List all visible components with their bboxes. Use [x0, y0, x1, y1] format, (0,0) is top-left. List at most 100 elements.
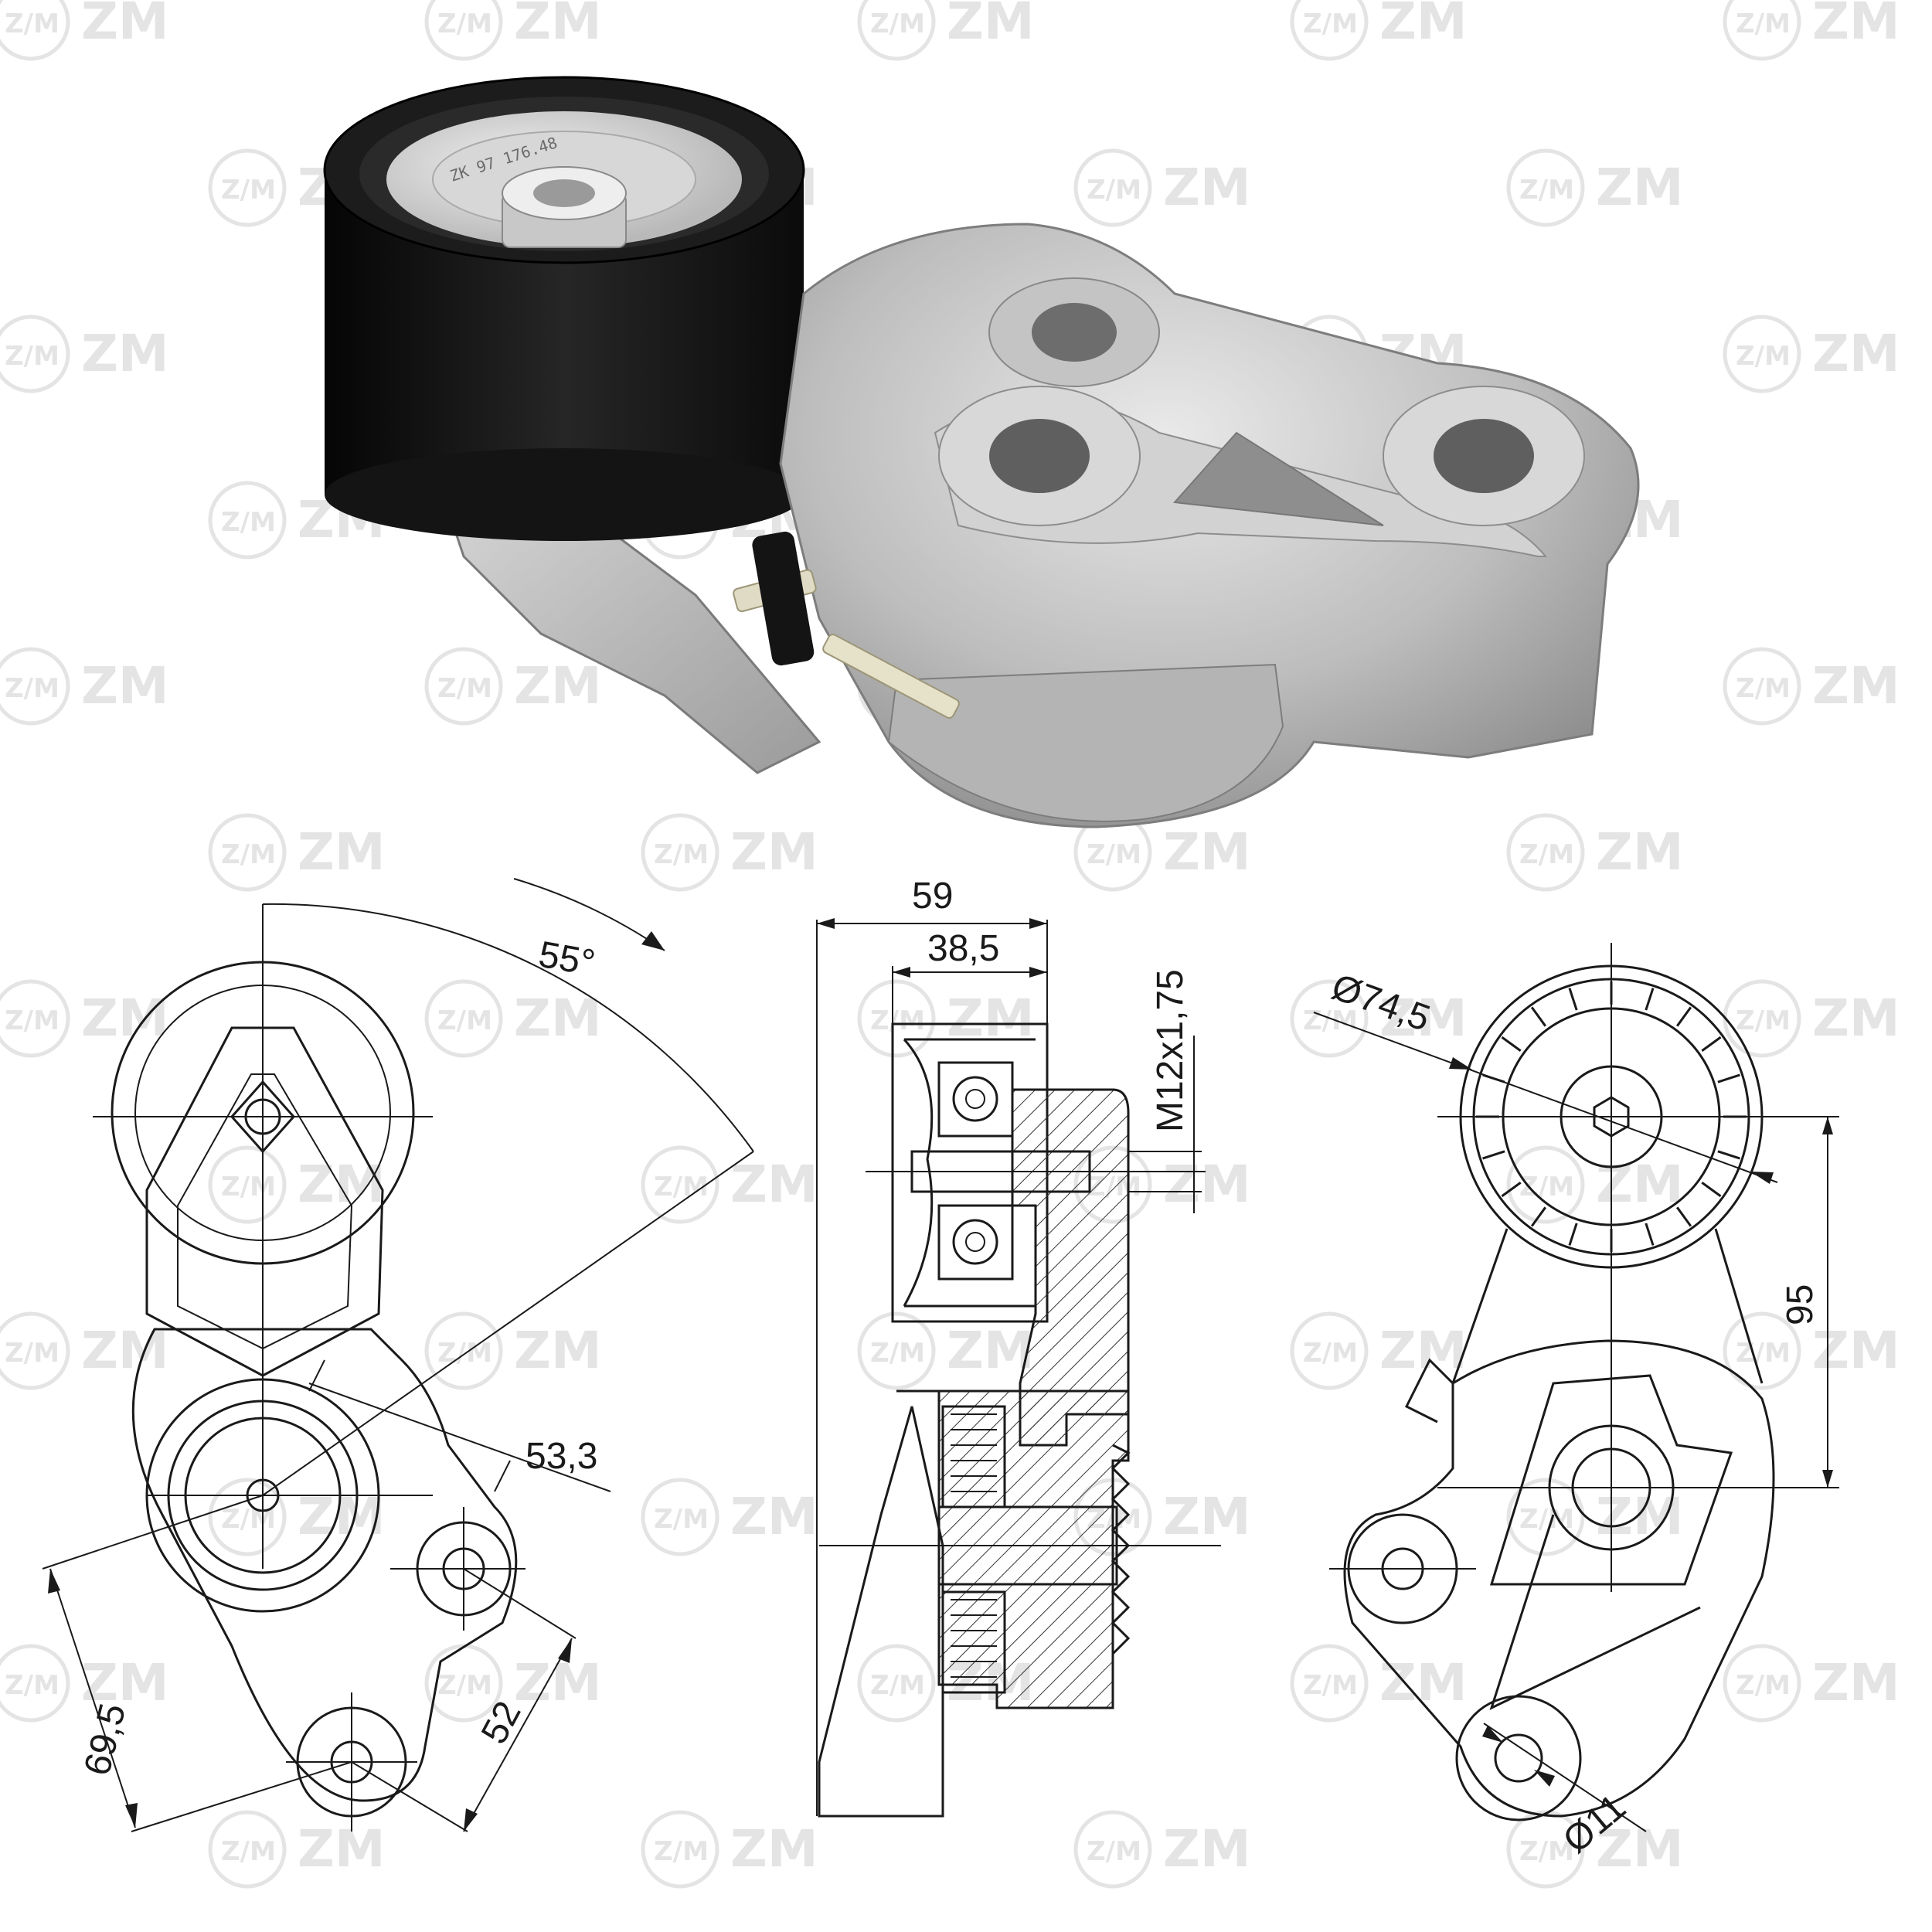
idler-pulley: ZK 97 176.48 [323, 76, 805, 541]
watermark-logo-text: Z/M [1736, 341, 1791, 372]
watermark-logo-icon [1723, 647, 1801, 726]
watermark-brand-text: ZM [1163, 1487, 1251, 1546]
watermark-logo-text: Z/M [1736, 673, 1791, 704]
watermark-logo-icon [1723, 315, 1801, 393]
rear-center-distance-label: 95 [1780, 1284, 1821, 1325]
watermark-logo-text: Z/M [437, 1670, 492, 1701]
watermark-logo-text: Z/M [1087, 1836, 1141, 1867]
watermark-logo-text: Z/M [5, 673, 60, 704]
watermark-logo-icon [424, 647, 503, 726]
watermark-logo-icon [1723, 0, 1801, 61]
watermark-logo-icon [424, 979, 503, 1058]
watermark-brand-text: ZM [730, 1819, 818, 1879]
tensioner-body [779, 223, 1640, 828]
side-total-width-label: 59 [912, 876, 953, 917]
watermark-logo-text: Z/M [221, 1504, 276, 1535]
watermark-brand-text: ZM [1379, 988, 1468, 1048]
watermark-logo-icon [1073, 148, 1152, 227]
pulley-rib [1645, 988, 1655, 1011]
watermark-logo-icon [0, 315, 70, 393]
watermark-brand-text: ZM [81, 988, 169, 1048]
watermark-brand-text: ZM [81, 0, 169, 51]
watermark-brand-text: ZM [1379, 0, 1468, 51]
watermark-brand-text: ZM [1812, 324, 1900, 383]
watermark-logo-icon [424, 1311, 503, 1390]
watermark-brand-text: ZM [947, 988, 1035, 1048]
watermark-logo-icon [1506, 1478, 1585, 1556]
watermark-brand-text: ZM [1812, 0, 1900, 51]
watermark-logo-text: Z/M [654, 1172, 709, 1202]
watermark-logo-text: Z/M [1519, 1172, 1574, 1202]
watermark-logo-icon [208, 481, 287, 560]
side-pulley-width-label: 38,5 [927, 928, 999, 969]
watermark-brand-text: ZM [81, 1653, 169, 1713]
watermark-logo-text: Z/M [1519, 175, 1574, 206]
watermark-logo-icon [1073, 1810, 1152, 1889]
watermark-logo-text: Z/M [5, 1670, 60, 1701]
watermark-logo-text: Z/M [5, 1338, 60, 1369]
watermark-logo-text: Z/M [1736, 1005, 1791, 1036]
watermark-logo-icon [641, 1145, 719, 1224]
watermark-brand-text: ZM [1812, 656, 1900, 716]
watermark-logo-text: Z/M [437, 1005, 492, 1036]
watermark-logo-text: Z/M [221, 1836, 276, 1867]
watermark-logo-icon [0, 647, 70, 726]
watermark-logo-icon [1506, 148, 1585, 227]
watermark-logo-text: Z/M [5, 9, 60, 39]
watermark-brand-text: ZM [1596, 1155, 1684, 1214]
watermark-logo-icon [857, 979, 936, 1058]
tensioner-arm [430, 461, 821, 774]
watermark-brand-text: ZM [1596, 1819, 1684, 1879]
pulley-rib [1568, 988, 1578, 1011]
watermark-logo-icon [1290, 979, 1369, 1058]
pulley-rib [1717, 1150, 1740, 1160]
watermark-brand-text: ZM [1163, 1155, 1251, 1214]
watermark-logo-text: Z/M [654, 1836, 709, 1867]
watermark-logo-icon [1290, 1311, 1369, 1390]
pulley-rib [1501, 1182, 1522, 1198]
watermark-logo-icon [1506, 813, 1585, 892]
watermark-logo-text: Z/M [1303, 1670, 1358, 1701]
watermark-brand-text: ZM [730, 1155, 818, 1214]
watermark-logo-text: Z/M [1736, 1338, 1791, 1369]
watermark-brand-text: ZM [298, 1155, 386, 1214]
watermark-logo-text: Z/M [1303, 1338, 1358, 1369]
watermark-logo-text: Z/M [5, 341, 60, 372]
watermark-brand-text: ZM [514, 0, 602, 51]
front-arm-dim-label: 53,3 [526, 1436, 597, 1477]
watermark-logo-icon [1506, 1145, 1585, 1224]
watermark-logo-text: Z/M [437, 673, 492, 704]
watermark-logo-icon [1723, 1311, 1801, 1390]
watermark-logo-text: Z/M [5, 1005, 60, 1036]
rear-view-drawing: Ø74,5 95 Ø11 [1313, 943, 1839, 1861]
watermark-brand-text: ZM [81, 324, 169, 383]
watermark-logo-icon [208, 813, 287, 892]
watermark-logo-icon [857, 1644, 936, 1723]
pulley-rib [1530, 1006, 1546, 1027]
watermark-logo-icon [1290, 0, 1369, 61]
watermark-brand-text: ZM [947, 0, 1035, 51]
pulley-rib [1482, 1150, 1505, 1160]
watermark-brand-text: ZM [514, 656, 602, 716]
watermark-logo-text: Z/M [870, 1670, 925, 1701]
pulley-rib [1701, 1036, 1722, 1052]
watermark-logo-text: Z/M [1519, 1836, 1574, 1867]
watermark-brand-text: ZM [298, 822, 386, 882]
watermark-brand-text: ZM [1812, 1321, 1900, 1380]
watermark-logo-icon [208, 1478, 287, 1556]
pulley-rib [1530, 1206, 1546, 1227]
pulley-rib [1717, 1073, 1740, 1083]
product-photo: ZK 97 176.48 [323, 76, 1640, 828]
watermark-brand-text: ZM [81, 656, 169, 716]
watermark-brand-text: ZM [1596, 1487, 1684, 1546]
watermark-logo-icon [857, 0, 936, 61]
watermark-logo-text: Z/M [221, 175, 276, 206]
watermark-logo-icon [0, 0, 70, 61]
watermark-logo-icon [641, 1478, 719, 1556]
watermark-logo-icon [208, 1810, 287, 1889]
watermark-logo-icon [1506, 1810, 1585, 1889]
watermark-brand-text: ZM [947, 1321, 1035, 1380]
watermark-logo-icon [0, 979, 70, 1058]
pulley-rib [1676, 1206, 1692, 1227]
watermark-brand-text: ZM [1163, 1819, 1251, 1879]
